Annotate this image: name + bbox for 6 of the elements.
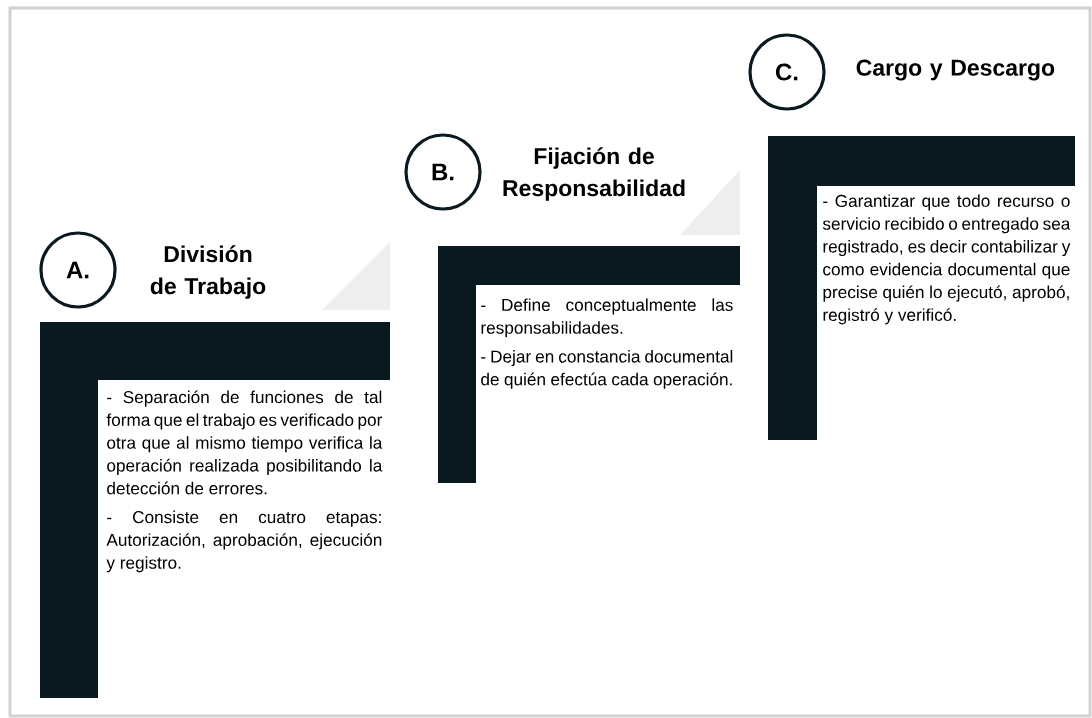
l-shaped-panel: - Separación de funciones de tal forma que el trabajo es verificado por otra que al mismo tiempo verifica la operación realizada posibilitando la detección de errores. - Consiste en cuatro etapas: Autorización, aprobación, ejecución y registro. [40, 322, 390, 698]
step-heading: Fijación de Responsabilidad [503, 147, 685, 201]
l-shaped-panel: - Garantizar que todo recurso o servicio recibido o entregado sea registrado, es decir contabilizar y como evidencia documental que precise quién lo ejecutó, aprobó, registró y verificó. [768, 136, 1075, 440]
l-shaped-panel: - Define conceptualmente las responsabilidades. - Dejar en constancia documental de quién efectúa cada operación. [438, 246, 740, 483]
step-heading: Cargo y Descargo [856, 59, 1055, 81]
step-heading: División de Trabajo [150, 245, 266, 299]
